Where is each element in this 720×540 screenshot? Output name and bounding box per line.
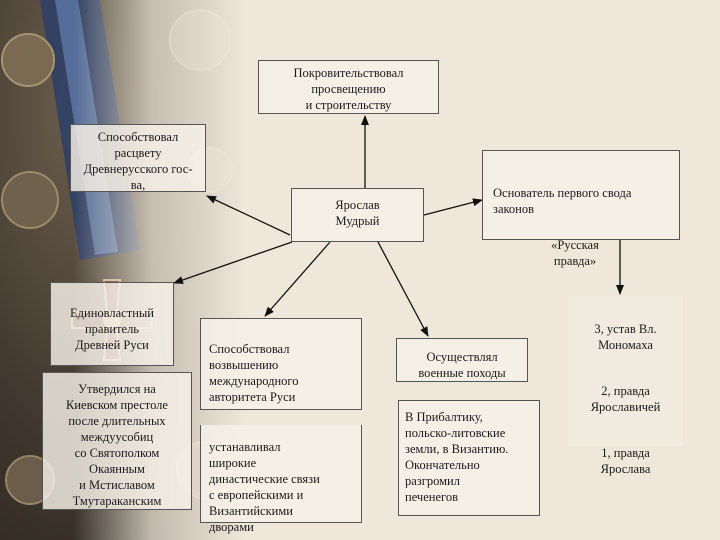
lawcode-part-3: 3, устав Вл. Мономаха [594, 322, 657, 352]
center-box: Ярослав Мудрый [291, 188, 424, 242]
arrow-to-campaigns [377, 241, 429, 337]
ruler-box: Единовластный правитель Древней Руси [50, 282, 174, 366]
lawcode-box: Основатель первого свода законов «Русска… [482, 150, 680, 268]
dynastic-box: устанавливал широкие династические связи… [200, 425, 362, 534]
lawcode-parts-box: 3, устав Вл. Мономаха 2, правда Ярослави… [568, 296, 683, 476]
patron-box: Покровительствовал просвещению и строите… [258, 60, 439, 114]
arrow-to-ruler [173, 241, 293, 284]
throne-box: Утвердился на Киевском престоле после дл… [42, 372, 192, 510]
arrow-to-prosperity [206, 195, 291, 236]
lawcode-part-1: 1, правда Ярослава [600, 446, 651, 476]
campaigns-box: Осуществлял военные походы [396, 338, 528, 382]
lawcode-part-2: 2, правда Ярославичей [590, 384, 661, 414]
arrow-to-authority [264, 241, 331, 317]
lawcode-name: «Русская правда» [551, 238, 599, 268]
campaign-details-box: В Прибалтику, польско-литовские земли, в… [398, 400, 540, 516]
arrow-to-lawcode [423, 198, 483, 216]
authority-box: Способствовал возвышению международного … [200, 318, 362, 410]
lawcode-title: Основатель первого свода законов [493, 186, 632, 216]
prosperity-box: Способствовал расцвету Древнерусского го… [70, 124, 206, 192]
